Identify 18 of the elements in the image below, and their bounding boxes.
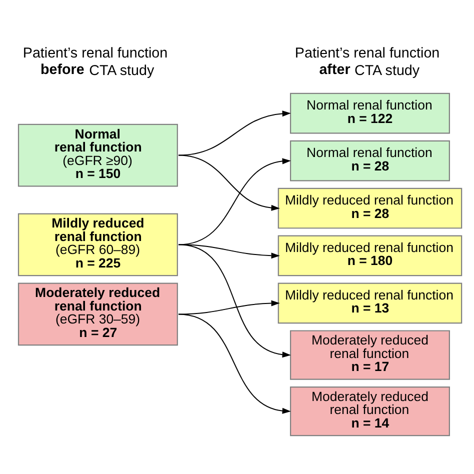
- node-box: Moderately reduced renal function n = 14: [290, 386, 450, 436]
- node-box: Mildly reduced renal function n = 13: [278, 282, 462, 324]
- node-box: Mildly reduced renal function n = 180: [278, 234, 462, 276]
- node-box: Normal renal function n = 122: [290, 92, 450, 134]
- label: Patient’s renal function before CTA study: [22, 45, 168, 79]
- arrow: [178, 244, 280, 258]
- node-box: Normal renal function (eGFR ≥90) n = 150: [18, 123, 178, 186]
- node-box: Moderately reduced renal function n = 17: [290, 330, 450, 380]
- label: Patient’s renal function after CTA study: [294, 45, 440, 79]
- arrow: [178, 110, 291, 156]
- arrow: [178, 300, 280, 314]
- arrow: [178, 313, 291, 414]
- arrow: [178, 244, 291, 358]
- node-box: Normal renal function n = 28: [290, 140, 450, 181]
- node-box: Moderately reduced renal function (eGFR 30–59) n = 27: [18, 282, 178, 346]
- arrow: [178, 154, 280, 210]
- node-box: Mildly reduced renal function (eGFR 60–89) n = 225: [18, 212, 178, 276]
- node-box: Mildly reduced renal function n = 28: [278, 187, 462, 228]
